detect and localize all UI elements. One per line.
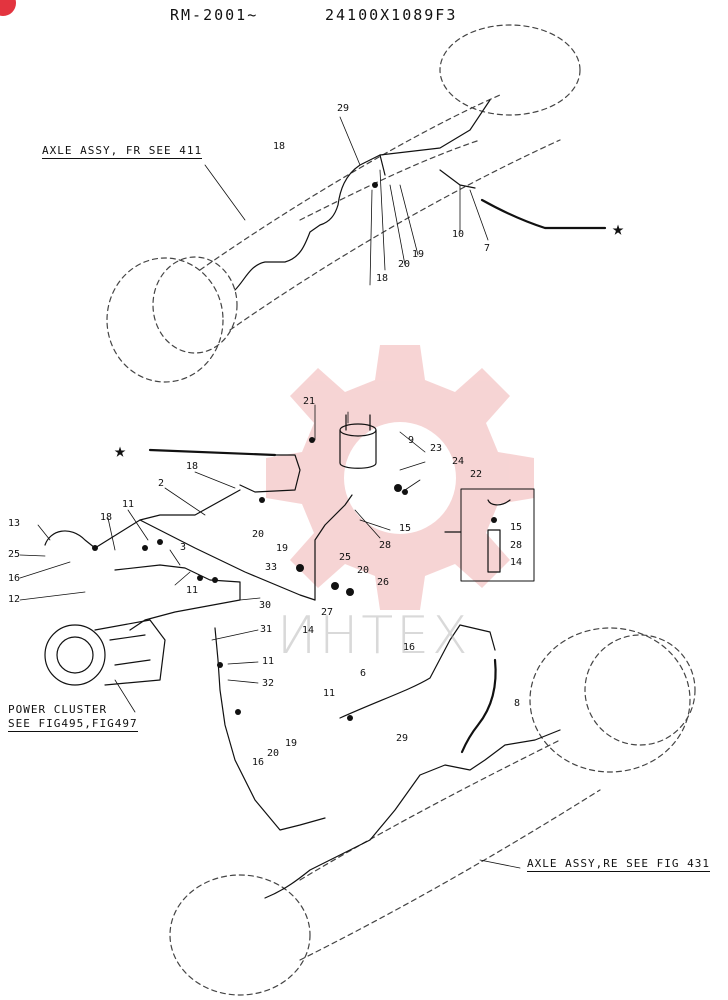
part-label: 19 — [285, 738, 298, 749]
part-label: 18 — [376, 273, 389, 284]
part-label: 19 — [276, 543, 289, 554]
part-label: 28 — [379, 540, 392, 551]
leader-lines — [19, 116, 521, 869]
callout-axle-front: AXLE ASSY, FR SEE 411 — [42, 144, 203, 159]
part-label: 18 — [273, 141, 286, 152]
part-label: 20 — [357, 565, 370, 576]
part-label: 16 — [403, 642, 416, 653]
part-label: 19 — [412, 249, 425, 260]
part-label: 30 — [259, 600, 272, 611]
part-label: 13 — [8, 518, 21, 529]
part-label: 3 — [180, 542, 187, 553]
callout-power-cluster-2: SEE FIG495,FIG497 — [8, 717, 138, 732]
part-label: 29 — [396, 733, 409, 744]
part-label: 7 — [484, 243, 491, 254]
star-marker-right: ★ — [612, 216, 625, 240]
part-label: 25 — [8, 549, 21, 560]
fittings — [92, 182, 497, 721]
brake-pipe-2 — [94, 489, 241, 549]
part-label: 28 — [510, 540, 523, 551]
callout-axle-rear: AXLE ASSY,RE SEE FIG 431 — [527, 857, 710, 872]
part-label: 18 — [186, 461, 199, 472]
part-label: 33 — [265, 562, 278, 573]
part-label: 29 — [337, 103, 350, 114]
front-hose — [480, 198, 607, 230]
part-label: 26 — [377, 577, 390, 588]
part-label: 2 — [158, 478, 165, 489]
part-label: 8 — [514, 698, 521, 709]
valve-body-9 — [339, 414, 377, 469]
part-label: 22 — [470, 469, 483, 480]
part-label: 24 — [452, 456, 465, 467]
callout-power-cluster-1: POWER CLUSTER — [8, 703, 108, 716]
front-brake-pipe — [234, 99, 491, 291]
part-label: 25 — [339, 552, 352, 563]
part-label: 16 — [8, 573, 21, 584]
part-label: 11 — [186, 585, 199, 596]
watermark-text: ИНТЕХ — [277, 606, 471, 666]
header-model-range: RM-2001~ — [170, 6, 259, 24]
part-label: 20 — [267, 748, 280, 759]
part-label: 18 — [100, 512, 113, 523]
part-label: 21 — [303, 396, 316, 407]
part-label: 11 — [122, 499, 135, 510]
star-marker-left: ★ — [114, 438, 127, 462]
left-hose — [148, 448, 277, 457]
header-part-code: 24100X1089F3 — [325, 6, 458, 24]
power-cluster-sketch — [44, 619, 166, 686]
part-label: 10 — [452, 229, 465, 240]
part-label: 20 — [252, 529, 265, 540]
part-label: 14 — [510, 557, 523, 568]
brake-pipe-6 — [339, 624, 496, 719]
part-label: 27 — [321, 607, 334, 618]
part-label: 6 — [360, 668, 367, 679]
part-label: 31 — [260, 624, 273, 635]
part-label: 23 — [430, 443, 443, 454]
part-label: 11 — [262, 656, 275, 667]
part-label: 32 — [262, 678, 275, 689]
part-label: 15 — [510, 522, 523, 533]
corner-badge — [0, 0, 16, 16]
part-label: 12 — [8, 594, 21, 605]
part-label: 9 — [408, 435, 415, 446]
part-label: 16 — [252, 757, 265, 768]
front-axle-sketch — [106, 24, 581, 383]
part-label: 15 — [399, 523, 412, 534]
detail-inset — [460, 488, 535, 582]
rear-axle-sketch — [169, 627, 696, 996]
part-label: 11 — [323, 688, 336, 699]
part-label: 14 — [302, 625, 315, 636]
part-label: 20 — [398, 259, 411, 270]
watermark-gear — [266, 345, 534, 610]
rear-hose — [460, 658, 497, 754]
